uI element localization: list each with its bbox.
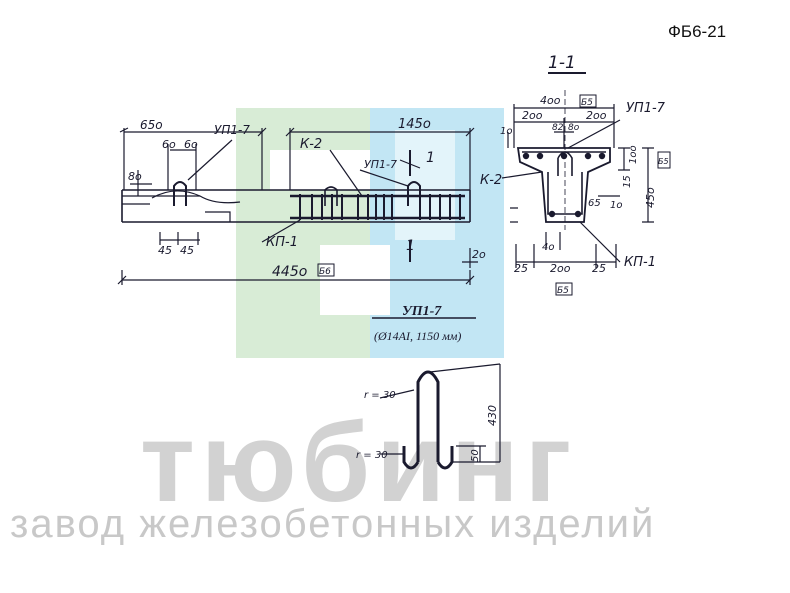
- tag-box-b5-top: [579, 94, 597, 108]
- dim-650: 65o: [140, 118, 163, 132]
- tag-box-b5-side: [657, 151, 671, 169]
- sec-tag-b5-top: Б5: [581, 98, 593, 108]
- sec-dim-82: 82: [552, 123, 564, 133]
- label-kp-1: КП-1: [266, 235, 298, 250]
- sec-label-k-2: К-2: [480, 173, 502, 188]
- dim-45a: 45: [158, 244, 172, 257]
- beam-elevation: [117, 127, 478, 285]
- dim-80: 8o: [128, 170, 142, 183]
- section-title: 1-1: [548, 53, 576, 73]
- watermark-green-block: [236, 108, 370, 358]
- sec-dim-10b: 1o: [610, 200, 622, 211]
- dim-1450: 145o: [398, 117, 431, 132]
- sec-dim-40: 4o: [542, 242, 554, 253]
- sec-dim-25b: 25: [592, 262, 606, 275]
- sec-tag-b5-side: Б5: [658, 157, 669, 166]
- sec-dim-100: 1oo: [628, 145, 639, 164]
- sec-dim-25a: 25: [514, 262, 528, 275]
- detail-up1-7: [372, 317, 501, 470]
- sec-dim-200b: 2oo: [586, 109, 607, 122]
- detail-title: УП1-7: [402, 304, 442, 319]
- sec-tag-b5-bottom: Б5: [557, 286, 569, 296]
- dim-20: 2o: [472, 248, 486, 261]
- label-k-2: К-2: [300, 137, 322, 152]
- label-up1-7-sec: УП1-7: [364, 158, 397, 171]
- sec-label-up1-7: УП1-7: [626, 101, 666, 116]
- sec-dim-65: 65: [588, 198, 601, 209]
- tag-box-b5-bottom: [555, 282, 573, 296]
- dim-4450: 445o: [272, 264, 307, 280]
- tag-b6: Б6: [319, 267, 331, 277]
- sec-dim-450: 45o: [644, 187, 657, 208]
- section-mark-top: 1: [426, 150, 435, 166]
- section-mark-bottom: 1: [406, 238, 415, 254]
- detail-radius-bottom: r = 30: [356, 450, 388, 461]
- dim-45b: 45: [180, 244, 194, 257]
- detail-radius-top: r = 30: [364, 390, 396, 401]
- sec-dim-150: 15: [622, 175, 633, 188]
- detail-dim-430: 430: [486, 405, 499, 426]
- detail-dim-50: 50: [470, 449, 481, 462]
- document-code: ФБ6-21: [668, 22, 727, 41]
- sec-label-kp-1: КП-1: [624, 255, 656, 270]
- sec-dim-200c: 2oo: [550, 262, 571, 275]
- label-up1-7: УП1-7: [214, 123, 250, 137]
- watermark-subtitle: завод железобетонных изделий: [10, 502, 656, 546]
- sec-dim-200a: 2oo: [522, 109, 543, 122]
- sec-dim-400: 4oo: [540, 94, 561, 107]
- sec-dim-10a: 1o: [500, 126, 512, 137]
- dim-60b: 6o: [184, 138, 198, 151]
- dim-60a: 6o: [162, 138, 176, 151]
- tag-box-b6: [317, 263, 335, 277]
- sec-dim-80: 8o: [568, 123, 580, 133]
- detail-spec: (Ø14AI, 1150 мм): [374, 329, 461, 343]
- section-1-1: [501, 72, 654, 268]
